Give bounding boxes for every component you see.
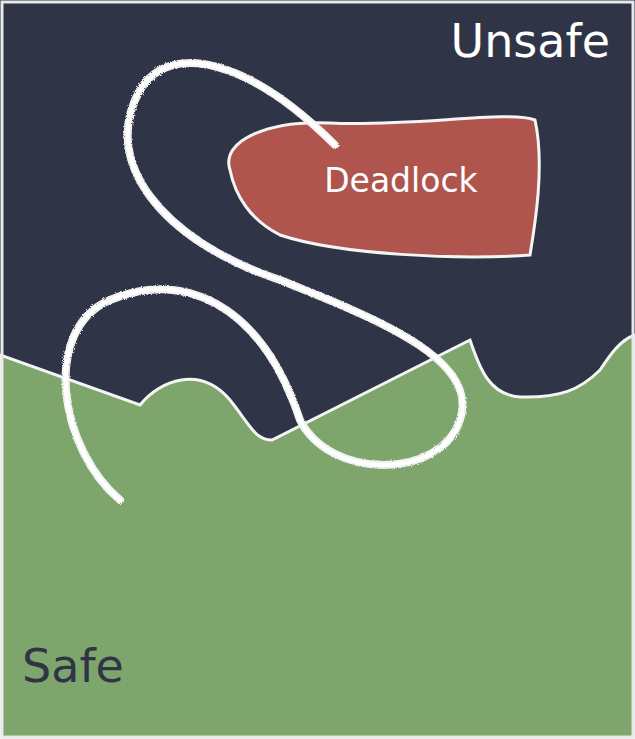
region-label: Safe [22,639,124,693]
region-label: Unsafe [451,14,610,68]
chalk-trajectory-core [66,63,463,500]
deadlock-region-shape [229,117,540,257]
safe-region: Safe [0,330,635,739]
deadlock-region: Deadlock [210,105,545,265]
safe-region-shape [0,335,635,739]
region-label: Deadlock [324,161,478,200]
chalk-trajectory [66,63,463,500]
